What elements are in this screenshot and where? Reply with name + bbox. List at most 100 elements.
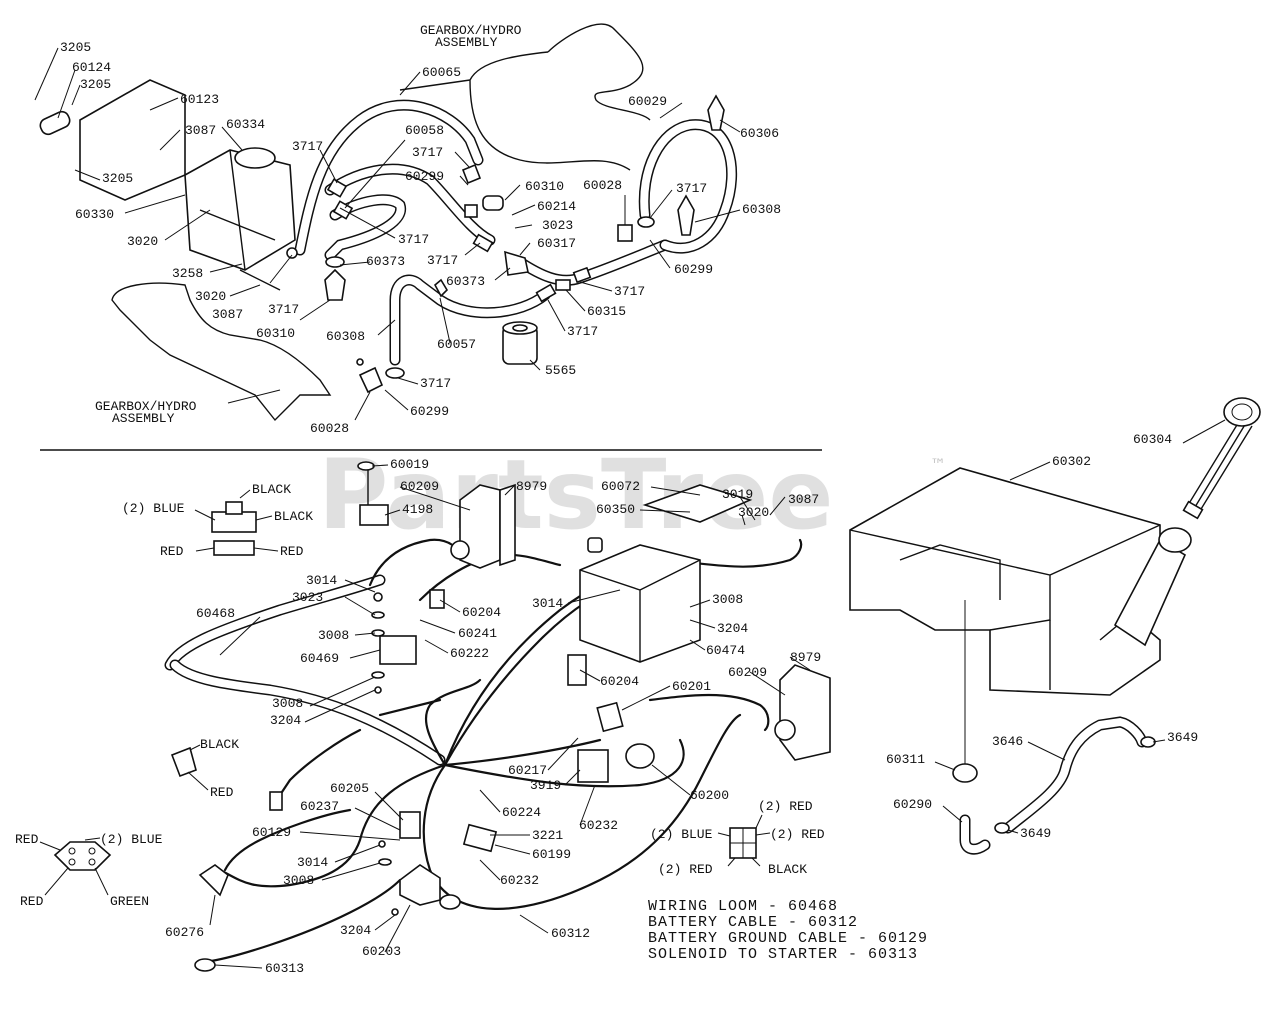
callout-60232: 60232 [579,818,618,833]
nut-60019 [357,461,375,471]
connector-60204 [429,589,445,609]
spacer-60124 [39,110,71,136]
connector-60205 [399,811,421,839]
connector-diagram-b: BLACK RED [170,737,239,800]
tank-leaders [934,419,1226,834]
callout-3020: 3020 [127,234,158,249]
callout-60204: 60204 [600,674,639,689]
callout-3649: 3649 [1020,826,1051,841]
callout-60065: 60065 [422,65,461,80]
callout-60224: 60224 [502,805,541,820]
gearbox-label-top-2: ASSEMBLY [435,35,498,50]
callout-60222: 60222 [450,646,489,661]
callout-60232: 60232 [500,873,539,888]
callout-3205: 3205 [80,77,111,92]
callout-60468: 60468 [196,606,235,621]
callout-4198: 4198 [402,502,433,517]
reservoir-cap [234,147,276,169]
watermark: PartsTree [318,439,833,551]
hydro-oil-system: GEARBOX/HYDRO ASSEMBLY GEARBOX/HYDRO ASS… [34,23,781,436]
fuel-filler-neck [1113,538,1187,647]
callout-3008: 3008 [283,873,314,888]
callout-60317: 60317 [537,236,576,251]
connector-d-red-top: (2) RED [758,799,813,814]
callout-60019: 60019 [390,457,429,472]
connector-a-red-right: RED [280,544,304,559]
callout-3008: 3008 [272,696,303,711]
connector-d-red-right: (2) RED [770,827,825,842]
gearbox-outline-top [547,23,651,121]
callout-60058: 60058 [405,123,444,138]
callout-3717: 3717 [567,324,598,339]
connector-60204-b [567,654,587,686]
callout-3258: 3258 [172,266,203,281]
callout-60330: 60330 [75,207,114,222]
callout-60304: 60304 [1133,432,1172,447]
callout-8979: 8979 [790,650,821,665]
connector-c-blue: (2) BLUE [100,832,163,847]
fitting-group [286,94,725,394]
wiring-leaders [209,464,811,969]
gearbox-label-bottom-2: ASSEMBLY [112,411,175,426]
callout-60057: 60057 [437,337,476,352]
callout-8979: 8979 [516,479,547,494]
watermark-trademark: ™ [930,455,946,474]
callout-60209: 60209 [400,479,439,494]
callout-60203: 60203 [362,944,401,959]
fitting-60310 [324,268,346,301]
callout-3087: 3087 [185,123,216,138]
fuel-tank-system: 60302 60304 3646 3649 60311 60290 3649 [849,397,1261,855]
callout-60373: 60373 [446,274,485,289]
callout-60469: 60469 [300,651,339,666]
connector-60200 [625,743,655,769]
connector-b-black: BLACK [200,737,239,752]
ring-terminal-60313 [194,958,216,972]
callout-3023: 3023 [542,218,573,233]
battery-cable-60312 [422,713,742,910]
hydro-leaders [34,47,741,421]
callout-60214: 60214 [537,199,576,214]
callout-60276: 60276 [165,925,204,940]
legend-line-2: BATTERY CABLE - 60312 [648,914,858,931]
callout-5565: 5565 [545,363,576,378]
callout-3008: 3008 [712,592,743,607]
callout-60205: 60205 [330,781,369,796]
callout-3023: 3023 [292,590,323,605]
solenoid-to-starter-60313 [203,878,402,964]
callout-3019: 3019 [722,487,753,502]
callout-60308: 60308 [326,329,365,344]
callout-60299: 60299 [405,169,444,184]
callout-60209: 60209 [728,665,767,680]
callout-3649: 3649 [1167,730,1198,745]
lower-bolt [239,269,281,291]
callout-60028: 60028 [583,178,622,193]
gearbox-bottom-leader [227,389,281,404]
callout-60204: 60204 [462,605,501,620]
callout-60029: 60029 [628,94,667,109]
ignition-switch-4198 [359,504,389,526]
clamp-3649-top [1140,736,1156,748]
connector-d-red-bottom: (2) RED [658,862,713,877]
connector-a-red-left: RED [160,544,184,559]
gearbox-outline-bottom [111,282,332,422]
connector-c-red-bottom: RED [20,894,44,909]
headlight-60209-right [779,664,831,761]
callout-3204: 3204 [340,923,371,938]
fuel-cap [1158,527,1192,553]
mount-bolt [199,209,276,241]
callout-60350: 60350 [596,502,635,517]
callout-3717: 3717 [420,376,451,391]
elbow-60028 [358,366,384,394]
callout-60299: 60299 [410,404,449,419]
callout-60334: 60334 [226,117,265,132]
callout-3204: 3204 [717,621,748,636]
fuel-tank-60302 [849,467,1161,696]
callout-3717: 3717 [398,232,429,247]
gearbox-label-top-1: GEARBOX/HYDRO [420,23,522,38]
callout-3014: 3014 [306,573,337,588]
callout-3014: 3014 [532,596,563,611]
legend-line-1: WIRING LOOM - 60468 [648,898,838,915]
connector-d-black: BLACK [768,862,807,877]
callout-60310: 60310 [256,326,295,341]
